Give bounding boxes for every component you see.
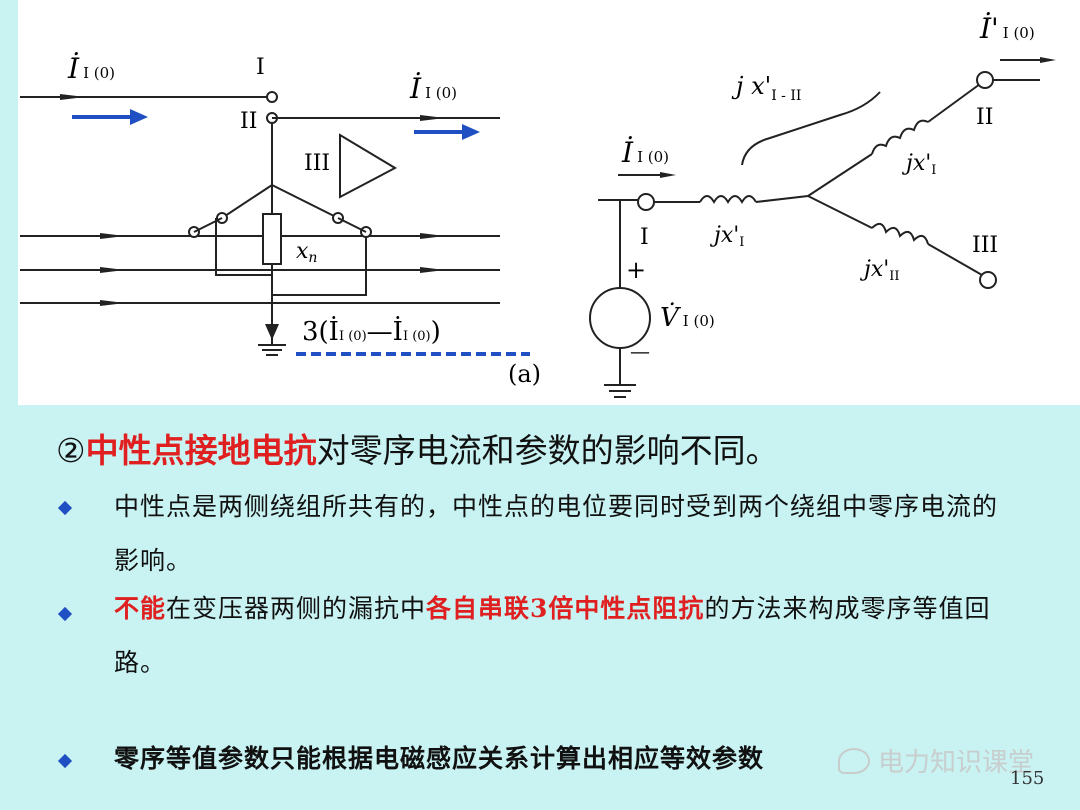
label-node-III-right: III [972, 233, 998, 258]
bullet-icon-1 [57, 500, 73, 516]
wechat-icon [838, 748, 870, 774]
watermark-text: 电力知识课堂 [878, 748, 1035, 778]
label-right-out: İ'I (0) [979, 12, 1035, 45]
label-jx1: jx'I [709, 223, 744, 250]
label-jx3: jx'II [859, 257, 900, 284]
bullet2-text-1: 在变压器两侧的漏抗中 [166, 594, 427, 623]
label-subfig: (a) [508, 360, 541, 388]
label-mutual: j x'I - II [731, 72, 801, 104]
label-node-III-left: III [304, 151, 330, 176]
heading-highlight: 中性点接地电抗 [85, 431, 317, 470]
label-node-I-left: I [256, 55, 265, 80]
label-node-II-right: II [976, 105, 993, 130]
label-minus: — [630, 339, 650, 363]
section-heading: ②中性点接地电抗对零序电流和参数的影响不同。 [56, 424, 779, 472]
label-voltage: V̇I (0) [660, 302, 715, 333]
label-xn: xn [296, 239, 317, 266]
label-node-I-right: I [640, 225, 649, 250]
bullet2-text-2: 的方法来构成零序等值回路。 [114, 594, 991, 677]
bullet2-highlight-2: 各自串联3倍中性点阻抗 [426, 594, 705, 623]
bullet-icon-2 [57, 606, 73, 622]
bullet-text-2: 不能在变压器两侧的漏抗中各自串联3倍中性点阻抗的方法来构成零序等值回路。 [114, 582, 1014, 690]
heading-rest: 对零序电流和参数的影响不同。 [316, 431, 779, 470]
bullet-icon-3 [57, 753, 73, 769]
bullet2-highlight-1: 不能 [114, 594, 167, 623]
label-node-II-left: II [240, 109, 257, 134]
page-number: 155 [1010, 768, 1045, 789]
label-plus: + [626, 256, 646, 284]
heading-number: ② [56, 431, 86, 470]
bullet-text-1: 中性点是两侧绕组所共有的，中性点的电位要同时受到两个绕组中零序电流的影响。 [114, 492, 999, 575]
watermark: 电力知识课堂 [838, 742, 1034, 779]
bullet-text-3: 零序等值参数只能根据电磁感应关系计算出相应等效参数 [114, 744, 765, 773]
label-jx2: jx'I [901, 151, 936, 178]
label-neutral-current: 3(İI (0)—İI (0)) [302, 316, 441, 347]
